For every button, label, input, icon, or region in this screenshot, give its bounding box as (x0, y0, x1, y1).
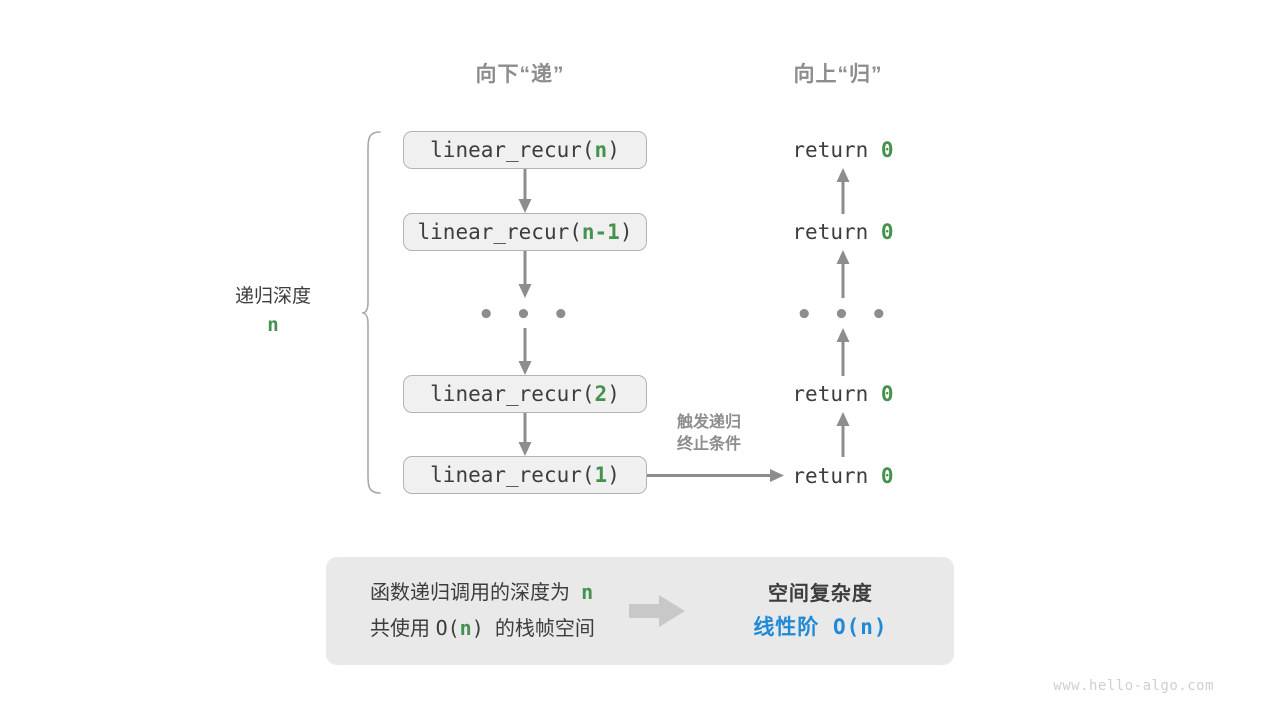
call-frame-prefix: linear_recur( (430, 463, 595, 487)
call-frame-box-1: linear_recur(n) (403, 131, 647, 169)
call-frame-prefix: linear_recur( (430, 138, 595, 162)
return-label-2: return 0 (792, 220, 893, 244)
summary-left-line1-n: n (581, 580, 594, 604)
return-keyword: return (792, 220, 881, 244)
call-frame-prefix: linear_recur( (430, 382, 595, 406)
arrow-down-3 (518, 328, 532, 375)
return-keyword: return (792, 464, 881, 488)
call-frame-suffix: ) (607, 138, 620, 162)
arrow-down-2 (518, 251, 532, 298)
arrow-up-4 (836, 412, 850, 457)
return-value: 0 (880, 382, 894, 406)
call-frame-arg: n (594, 138, 608, 162)
summary-right-text: 空间复杂度 线性阶 O(n) (713, 577, 954, 645)
arrow-base-case-right (647, 469, 784, 482)
call-stack-ellipsis: • • • (478, 300, 572, 330)
complexity-order-label: 线性阶 (753, 616, 820, 640)
base-case-annotation-line1: 触发递归 (676, 414, 742, 431)
call-frame-box-4: linear_recur(1) (403, 456, 647, 494)
complexity-summary-panel: 函数递归调用的深度为 n 共使用 O(n) 的栈帧空间 空间复杂度 线性阶 O(… (326, 557, 954, 665)
call-frame-prefix: linear_recur( (417, 220, 582, 244)
summary-left-line2-bigo-close: ) (471, 616, 484, 640)
summary-left-line-1: 函数递归调用的深度为 n (370, 575, 595, 611)
return-stack-ellipsis: • • • (796, 300, 890, 330)
call-frame-suffix: ) (607, 463, 620, 487)
recursion-depth-label: 递归深度 n (235, 283, 311, 339)
summary-left-line-2: 共使用 O(n) 的栈帧空间 (370, 611, 595, 647)
summary-left-text: 函数递归调用的深度为 n 共使用 O(n) 的栈帧空间 (326, 575, 595, 647)
summary-left-line2-text-a: 共使用 (370, 618, 430, 640)
summary-space-complexity-value: 线性阶 O(n) (713, 611, 928, 645)
arrow-up-1 (836, 168, 850, 214)
summary-left-line2-text-b: 的栈帧空间 (494, 618, 595, 640)
call-frame-suffix: ) (619, 220, 633, 244)
call-frame-arg: 1 (594, 463, 608, 487)
call-frame-suffix: ) (607, 382, 620, 406)
summary-left-line1-text: 函数递归调用的深度为 (370, 582, 570, 604)
return-label-4: return 0 (792, 464, 893, 488)
block-arrow-right-icon (628, 595, 685, 627)
return-value: 0 (880, 464, 894, 488)
heading-recursion-up: 向上“归” (793, 63, 883, 86)
heading-recursion-down: 向下“递” (475, 63, 565, 86)
call-frame-box-3: linear_recur(2) (403, 375, 647, 413)
return-keyword: return (792, 382, 881, 406)
return-value: 0 (880, 138, 894, 162)
call-frame-arg: 2 (594, 382, 608, 406)
complexity-bigo-expression: O(n) (832, 615, 888, 640)
summary-implies-arrow (628, 593, 687, 629)
return-label-3: return 0 (792, 382, 893, 406)
summary-left-line2-n: n (459, 616, 472, 640)
arrow-down-1 (518, 169, 532, 213)
base-case-annotation-line2: 终止条件 (676, 435, 742, 453)
recursion-depth-value: n (267, 313, 279, 336)
base-case-annotation: 触发递归 终止条件 (677, 412, 741, 455)
call-frame-arg: n-1 (581, 220, 620, 244)
arrow-up-3 (836, 328, 850, 376)
recursion-depth-brace (361, 131, 381, 494)
recursion-depth-text: 递归深度 (234, 286, 312, 307)
summary-left-line2-bigo-open: O( (435, 616, 460, 640)
call-frame-box-2: linear_recur(n-1) (403, 213, 647, 251)
site-watermark: www.hello-algo.com (1053, 678, 1214, 694)
return-keyword: return (792, 138, 881, 162)
summary-space-complexity-title: 空间复杂度 (767, 583, 873, 606)
arrow-up-2 (836, 250, 850, 298)
return-value: 0 (880, 220, 894, 244)
arrow-down-4 (518, 413, 532, 456)
return-label-1: return 0 (792, 138, 893, 162)
